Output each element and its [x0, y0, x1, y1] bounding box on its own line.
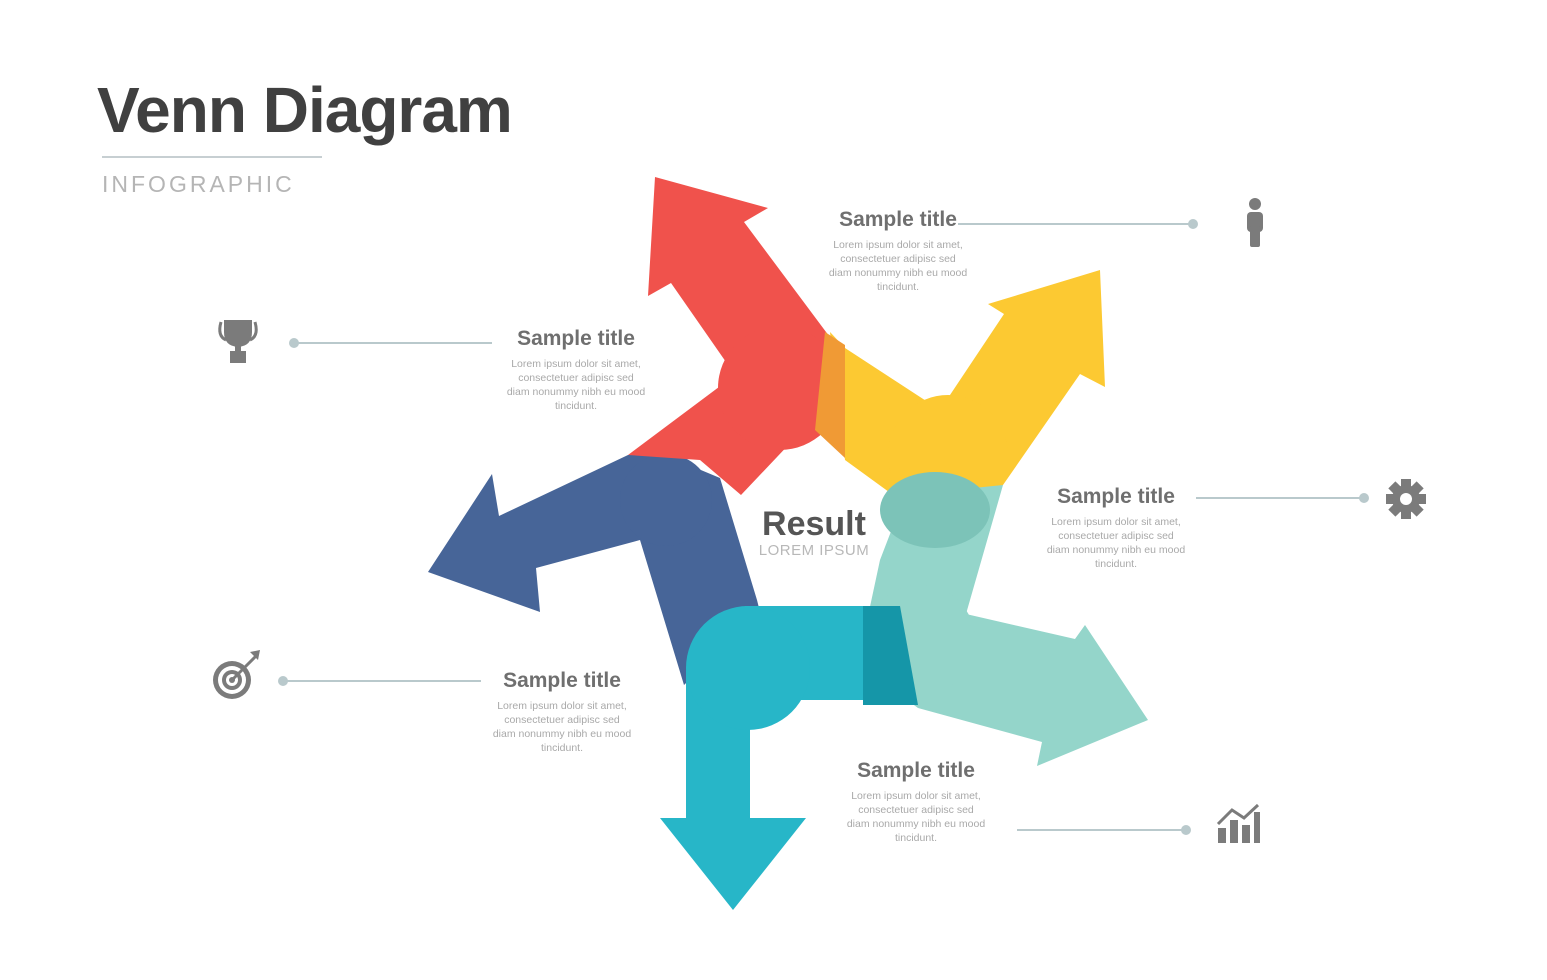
item-description: Lorem ipsum dolor sit amet, consectetuer… [492, 700, 632, 754]
person-icon [1247, 198, 1263, 247]
item-description: Lorem ipsum dolor sit amet, consectetuer… [828, 239, 968, 293]
item-title: Sample title [503, 669, 621, 692]
info-item-target: Sample title Lorem ipsum dolor sit amet,… [442, 669, 682, 755]
connector-gear [1196, 493, 1369, 503]
result-subtitle: LOREM IPSUM [758, 542, 870, 559]
item-description: Lorem ipsum dolor sit amet, consectetuer… [846, 790, 986, 844]
gear-icon [1386, 479, 1426, 519]
item-title: Sample title [857, 759, 975, 782]
result-title: Result [762, 505, 866, 543]
info-item-chart: Sample title Lorem ipsum dolor sit amet,… [796, 759, 1036, 845]
target-icon [213, 650, 260, 699]
item-title: Sample title [839, 208, 957, 231]
arrow-blue [428, 454, 760, 685]
connector-chart [1017, 825, 1191, 835]
info-item-gear: Sample title Lorem ipsum dolor sit amet,… [996, 485, 1236, 571]
connector-person [958, 219, 1198, 229]
item-title: Sample title [1057, 485, 1175, 508]
arrow-red [628, 177, 842, 495]
arrow-cyan [660, 606, 918, 910]
connector-trophy [289, 338, 492, 348]
growth-chart-icon [1216, 803, 1260, 843]
info-item-person: Sample title Lorem ipsum dolor sit amet,… [778, 208, 1018, 294]
page-title: Venn Diagram [97, 74, 513, 146]
page-subtitle: INFOGRAPHIC [102, 171, 295, 197]
connector-target [278, 676, 481, 686]
item-description: Lorem ipsum dolor sit amet, consectetuer… [506, 358, 646, 412]
title-divider [102, 156, 322, 158]
item-description: Lorem ipsum dolor sit amet, consectetuer… [1046, 516, 1186, 570]
info-item-trophy: Sample title Lorem ipsum dolor sit amet,… [456, 327, 696, 413]
trophy-icon [218, 320, 258, 363]
center-result: Result LOREM IPSUM [738, 506, 890, 559]
item-title: Sample title [517, 327, 635, 350]
